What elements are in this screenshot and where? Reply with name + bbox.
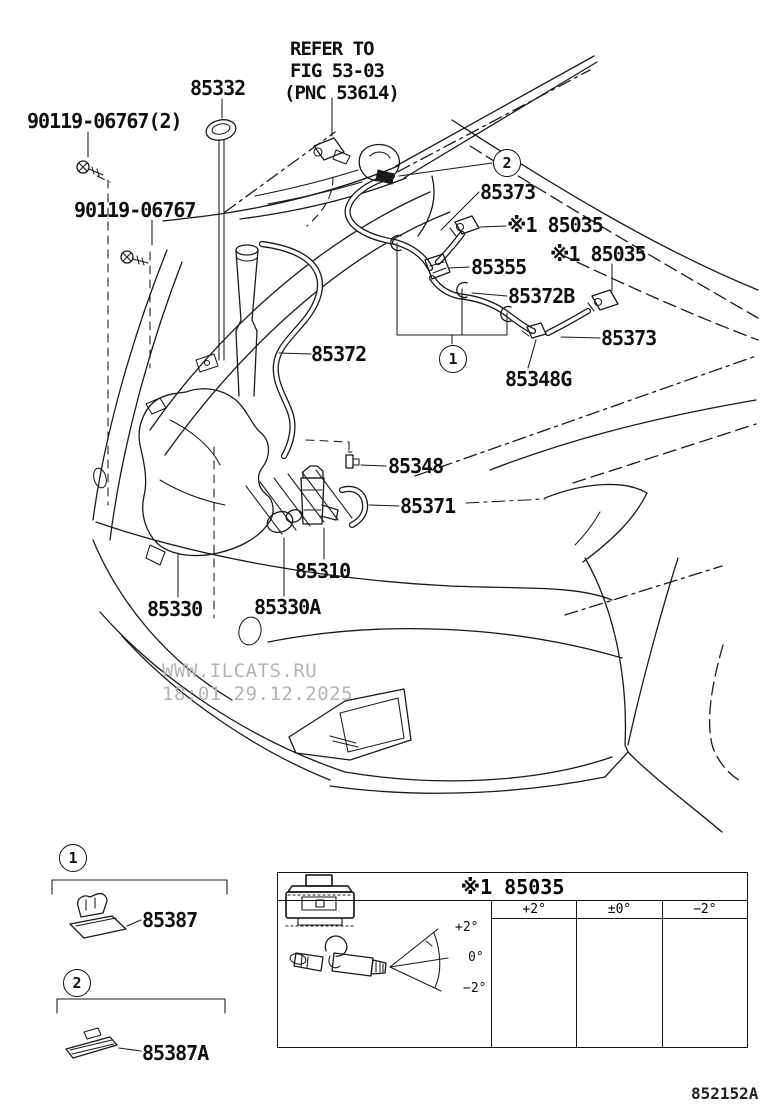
- part-label-85387: 85387: [142, 908, 198, 932]
- part-label-85348G: 85348G: [505, 367, 572, 391]
- inset-callout-2: 2: [63, 969, 91, 997]
- nozzle-side-view-art: [289, 928, 449, 992]
- part-label-85035-b: ※1 85035: [550, 242, 647, 266]
- spec-col-plus2: +2°: [285, 874, 577, 1047]
- refer-note-line1: REFER TO: [290, 38, 375, 60]
- part-label-85371: 85371: [400, 494, 456, 518]
- part-label-85332: 85332: [190, 76, 246, 100]
- part-label-85372: 85372: [311, 342, 367, 366]
- part-label-85330A: 85330A: [254, 595, 321, 619]
- part-label-85372B: 85372B: [508, 284, 575, 308]
- part-label-85348: 85348: [388, 454, 444, 478]
- nozzle-front-view-zero: [285, 874, 661, 1047]
- part-label-85035-a: ※1 85035: [507, 213, 604, 237]
- part-label-85373-a: 85373: [480, 180, 536, 204]
- refer-note-line2: FIG 53-03: [290, 60, 385, 82]
- fan-angle-up: +2°: [455, 920, 479, 935]
- nozzle-front-view-plus2: [285, 874, 576, 1047]
- watermark-timestamp: 18:01 29.12.2025: [162, 683, 354, 705]
- part-label-85387A: 85387A: [142, 1041, 209, 1065]
- spec-table-title: ※1 85035: [278, 873, 747, 901]
- watermark-site: WWW.ILCATS.RU: [162, 660, 318, 682]
- part-label-85310: 85310: [295, 559, 351, 583]
- part-label-90119-lower: 90119-06767: [74, 198, 196, 222]
- callout-1: 1: [439, 345, 467, 373]
- spec-col-header-plus2: +2°: [492, 901, 577, 919]
- part-label-85355: 85355: [471, 255, 527, 279]
- drawing-number: 852152A: [691, 1084, 759, 1103]
- part-label-85330: 85330: [147, 597, 203, 621]
- spec-col-zero: ±0°: [285, 874, 662, 1047]
- inset-callout-1: 1: [59, 844, 87, 872]
- fan-angle-down: −2°: [463, 981, 487, 996]
- watermark: WWW.ILCATS.RU 18:01 29.12.2025: [162, 660, 353, 706]
- callout-2: 2: [493, 149, 521, 177]
- nozzle-spec-table: ※1 85035 +2°: [277, 872, 748, 1048]
- spec-side-view-cell: [278, 901, 491, 1047]
- spec-col-minus2: −2°: [285, 874, 747, 1047]
- part-label-90119-upper: 90119-06767(2): [27, 109, 183, 133]
- spec-col-header-zero: ±0°: [577, 901, 662, 919]
- refer-note-line3: (PNC 53614): [284, 82, 400, 104]
- nozzle-front-view-minus2: [285, 874, 747, 1047]
- fan-angle-mid: 0°: [468, 950, 484, 965]
- spec-col-header-minus2: −2°: [662, 901, 747, 919]
- part-label-85373-b: 85373: [601, 326, 657, 350]
